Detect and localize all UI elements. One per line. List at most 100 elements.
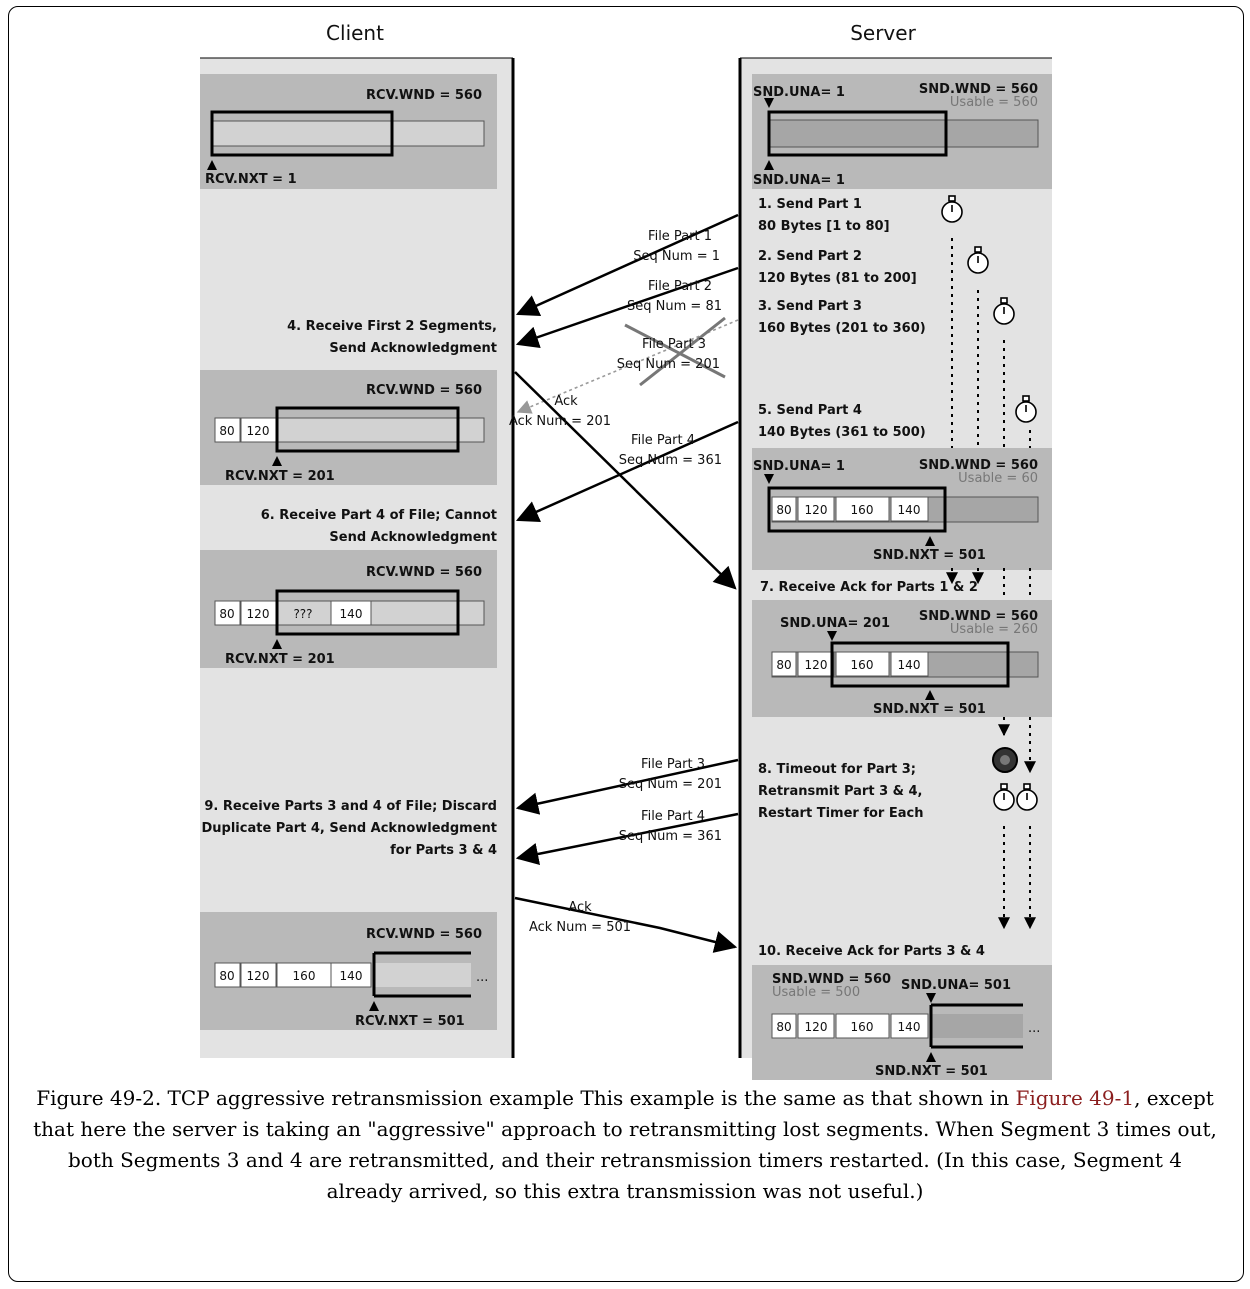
snd-wnd-label: SND.WND = 560 [919,458,1038,473]
segment-cell [890,1013,929,1039]
msg-seq-361: Seq Num = 361 [619,453,722,468]
msg-seq-1: Seq Num = 1 [633,249,720,264]
segment-cell [240,600,277,626]
segment-cell [797,496,835,522]
msg-ack-num-501: Ack Num = 501 [529,920,631,935]
client-window-panel-2: RCV.WND = 560 80 120 RCV.NXT = 201 [200,370,497,485]
timer-icon [967,246,989,274]
snd-una-label: SND.UNA= 1 [753,85,845,100]
client-step-9-line2: Duplicate Part 4, Send Acknowledgment [201,821,497,836]
segment-label: 140 [898,503,921,517]
server-step-10: 10. Receive Ack for Parts 3 & 4 [758,944,985,959]
snd-wnd-label: SND.WND = 560 [919,82,1038,97]
rcv-nxt-pointer [207,160,217,170]
segment-label: 120 [247,969,270,983]
segment-label: 120 [805,503,828,517]
segment-cell [797,1013,835,1039]
segment-label: 120 [247,607,270,621]
msg-ack: Ack [554,394,578,409]
receive-window [275,589,460,636]
segment-cell [835,496,890,522]
segment-cell [214,962,241,988]
expired-timer-icon [992,747,1018,773]
segment-cell [890,496,929,522]
caption-figure-link[interactable]: Figure 49-1 [1015,1086,1135,1110]
segment-label: 80 [776,503,791,517]
retransmit-arrow-part3 [515,758,739,815]
client-step-9: 9. Receive Parts 3 and 4 of File; Discar… [204,799,497,814]
segment-cell [214,600,241,626]
msg-seq-201-retransmit: Seq Num = 201 [619,777,722,792]
continuation-ellipsis: ... [1028,1021,1040,1036]
server-step-1: 1. Send Part 1 [758,197,862,212]
segment-cell [771,496,797,522]
snd-wnd-label: SND.WND = 560 [772,972,891,987]
server-window-panel-3: SND.UNA= 201 SND.WND = 560 Usable = 260 … [752,600,1052,717]
segment-label: 120 [805,1020,828,1034]
server-step-1-line2: 80 Bytes [1 to 80] [758,219,890,234]
message-arrow-part3-lost [516,319,739,414]
rcv-wnd-label: RCV.WND = 560 [366,88,482,103]
rcv-wnd-label: RCV.WND = 560 [366,927,482,942]
client-header: Client [326,21,384,45]
figure-frame [8,6,1244,1282]
tcp-retransmission-diagram: Client Server RCV.WND = 560 RCV.NXT = 1 … [200,21,1052,1080]
segment-label: 120 [247,424,270,438]
snd-una-pointer [764,474,774,484]
segment-label: 80 [219,607,234,621]
server-step-2: 2. Send Part 2 [758,249,862,264]
snd-nxt-pointer [925,690,935,700]
msg-seq-201-lost: Seq Num = 201 [617,357,720,372]
send-window [767,486,947,533]
segment-cell [240,962,277,988]
msg-file-part-3-lost: File Part 3 [642,337,706,352]
message-arrow-part2 [515,266,739,349]
rcv-nxt-label: RCV.NXT = 201 [225,469,335,484]
continuation-ellipsis: ... [476,970,488,985]
client-window-panel-3: RCV.WND = 560 80 120 ??? 140 RCV.NXT = 2… [200,550,497,668]
segment-label: 80 [776,658,791,672]
snd-una-pointer [926,993,936,1003]
lost-cross [624,323,726,379]
server-step-7: 7. Receive Ack for Parts 1 & 2 [760,580,978,595]
rcv-nxt-label: RCV.NXT = 501 [355,1014,465,1029]
segment-cell [276,962,332,988]
server-step-2-line2: 120 Bytes (81 to 200] [758,271,917,286]
rcv-nxt-pointer [272,639,282,649]
figure-caption: Figure 49-2. TCP aggressive retransmissi… [30,1083,1220,1207]
msg-file-part-3-retransmit: File Part 3 [641,757,705,772]
timer-icon [993,783,1015,811]
timer-icon [1016,783,1038,811]
snd-nxt-label: SND.NXT = 501 [873,702,986,717]
caption-text-2: , except that here the server is taking … [33,1086,1217,1203]
snd-nxt-label: SND.NXT = 501 [875,1064,988,1079]
client-window-panel-1: RCV.WND = 560 RCV.NXT = 1 [200,74,497,189]
server-window-panel-1: SND.UNA= 1 SND.WND = 560 Usable = 560 SN… [752,74,1052,189]
ack-arrow-501 [514,896,738,953]
usable-label: Usable = 260 [950,622,1038,637]
client-step-4: 4. Receive First 2 Segments, [287,319,497,334]
segment-cell [890,651,929,677]
usable-label: Usable = 560 [950,95,1038,110]
segment-cell [835,651,890,677]
ack-arrow-201 [514,371,737,590]
segment-cell [771,1013,797,1039]
client-step-4-line2: Send Acknowledgment [329,341,497,356]
segment-cell [797,651,835,677]
segment-cell [771,651,797,677]
rcv-nxt-label: RCV.NXT = 1 [205,172,297,187]
client-step-6: 6. Receive Part 4 of File; Cannot [261,508,497,523]
snd-nxt-label: SND.NXT = 501 [873,548,986,563]
msg-seq-361-retransmit: Seq Num = 361 [619,829,722,844]
msg-seq-81: Seq Num = 81 [627,299,722,314]
snd-wnd-label: SND.WND = 560 [919,609,1038,624]
segment-cell [214,417,241,443]
segment-cell [330,962,372,988]
send-window [830,641,1010,688]
snd-nxt-pointer [926,1052,936,1062]
msg-file-part-1: File Part 1 [648,229,712,244]
server-step-3: 3. Send Part 3 [758,299,862,314]
receive-window [210,110,394,157]
timer-icon [993,297,1015,325]
segment-cell [330,600,372,626]
